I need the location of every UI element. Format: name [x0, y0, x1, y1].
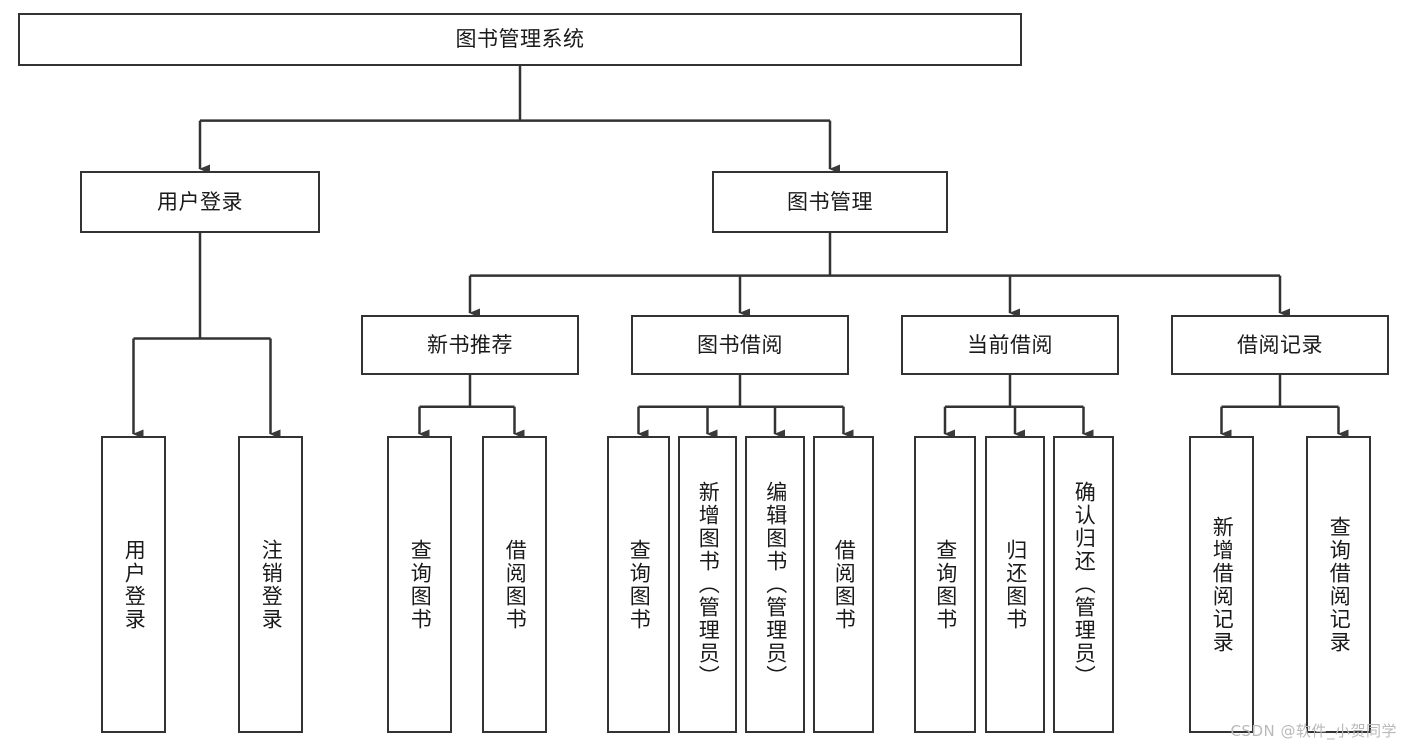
- leaf-edit-book[interactable]: 编辑图书（管理员）: [745, 436, 805, 733]
- node-borrow-record[interactable]: 借阅记录: [1171, 315, 1389, 375]
- leaf-add-record[interactable]: 新增借阅记录: [1189, 436, 1254, 733]
- node-label: 查询借阅记录: [1327, 515, 1352, 654]
- leaf-return-book[interactable]: 归还图书: [985, 436, 1045, 733]
- leaf-user-login[interactable]: 用户登录: [101, 436, 166, 733]
- node-current-borrow[interactable]: 当前借阅: [901, 315, 1119, 375]
- node-label: 查询图书: [933, 538, 958, 631]
- node-label: 新增图书（管理员）: [696, 481, 721, 688]
- node-label: 用户登录: [157, 189, 243, 214]
- node-label: 确认归还（管理员）: [1072, 481, 1097, 688]
- leaf-query-book-1[interactable]: 查询图书: [387, 436, 452, 733]
- node-label: 注销登录: [259, 538, 284, 631]
- leaf-query-book-2[interactable]: 查询图书: [607, 436, 670, 733]
- leaf-confirm-return[interactable]: 确认归还（管理员）: [1053, 436, 1114, 733]
- leaf-logout[interactable]: 注销登录: [238, 436, 303, 733]
- node-user-login[interactable]: 用户登录: [80, 171, 320, 233]
- node-label: 当前借阅: [967, 332, 1053, 357]
- node-label: 用户登录: [122, 538, 147, 631]
- node-label: 借阅图书: [832, 538, 857, 631]
- node-book-manage[interactable]: 图书管理: [712, 171, 948, 233]
- leaf-query-book-3[interactable]: 查询图书: [914, 436, 976, 733]
- node-label: 查询图书: [627, 538, 652, 631]
- leaf-query-record[interactable]: 查询借阅记录: [1306, 436, 1371, 733]
- node-new-book-recommend[interactable]: 新书推荐: [361, 315, 579, 375]
- node-label: 新书推荐: [427, 332, 513, 357]
- node-label: 归还图书: [1003, 538, 1028, 631]
- node-label: 图书管理: [787, 189, 873, 214]
- node-book-borrow[interactable]: 图书借阅: [631, 315, 849, 375]
- node-label: 借阅图书: [503, 538, 528, 631]
- leaf-borrow-book-2[interactable]: 借阅图书: [813, 436, 874, 733]
- node-label: 查询图书: [408, 538, 433, 631]
- node-label: 图书借阅: [697, 332, 783, 357]
- node-root[interactable]: 图书管理系统: [18, 13, 1022, 66]
- leaf-borrow-book-1[interactable]: 借阅图书: [482, 436, 547, 733]
- node-label: 新增借阅记录: [1210, 515, 1235, 654]
- node-label: 图书管理系统: [455, 27, 585, 52]
- watermark-text: CSDN @软件_小贺同学: [1230, 722, 1397, 740]
- node-label: 编辑图书（管理员）: [763, 481, 788, 688]
- leaf-add-book[interactable]: 新增图书（管理员）: [678, 436, 737, 733]
- node-label: 借阅记录: [1237, 332, 1323, 357]
